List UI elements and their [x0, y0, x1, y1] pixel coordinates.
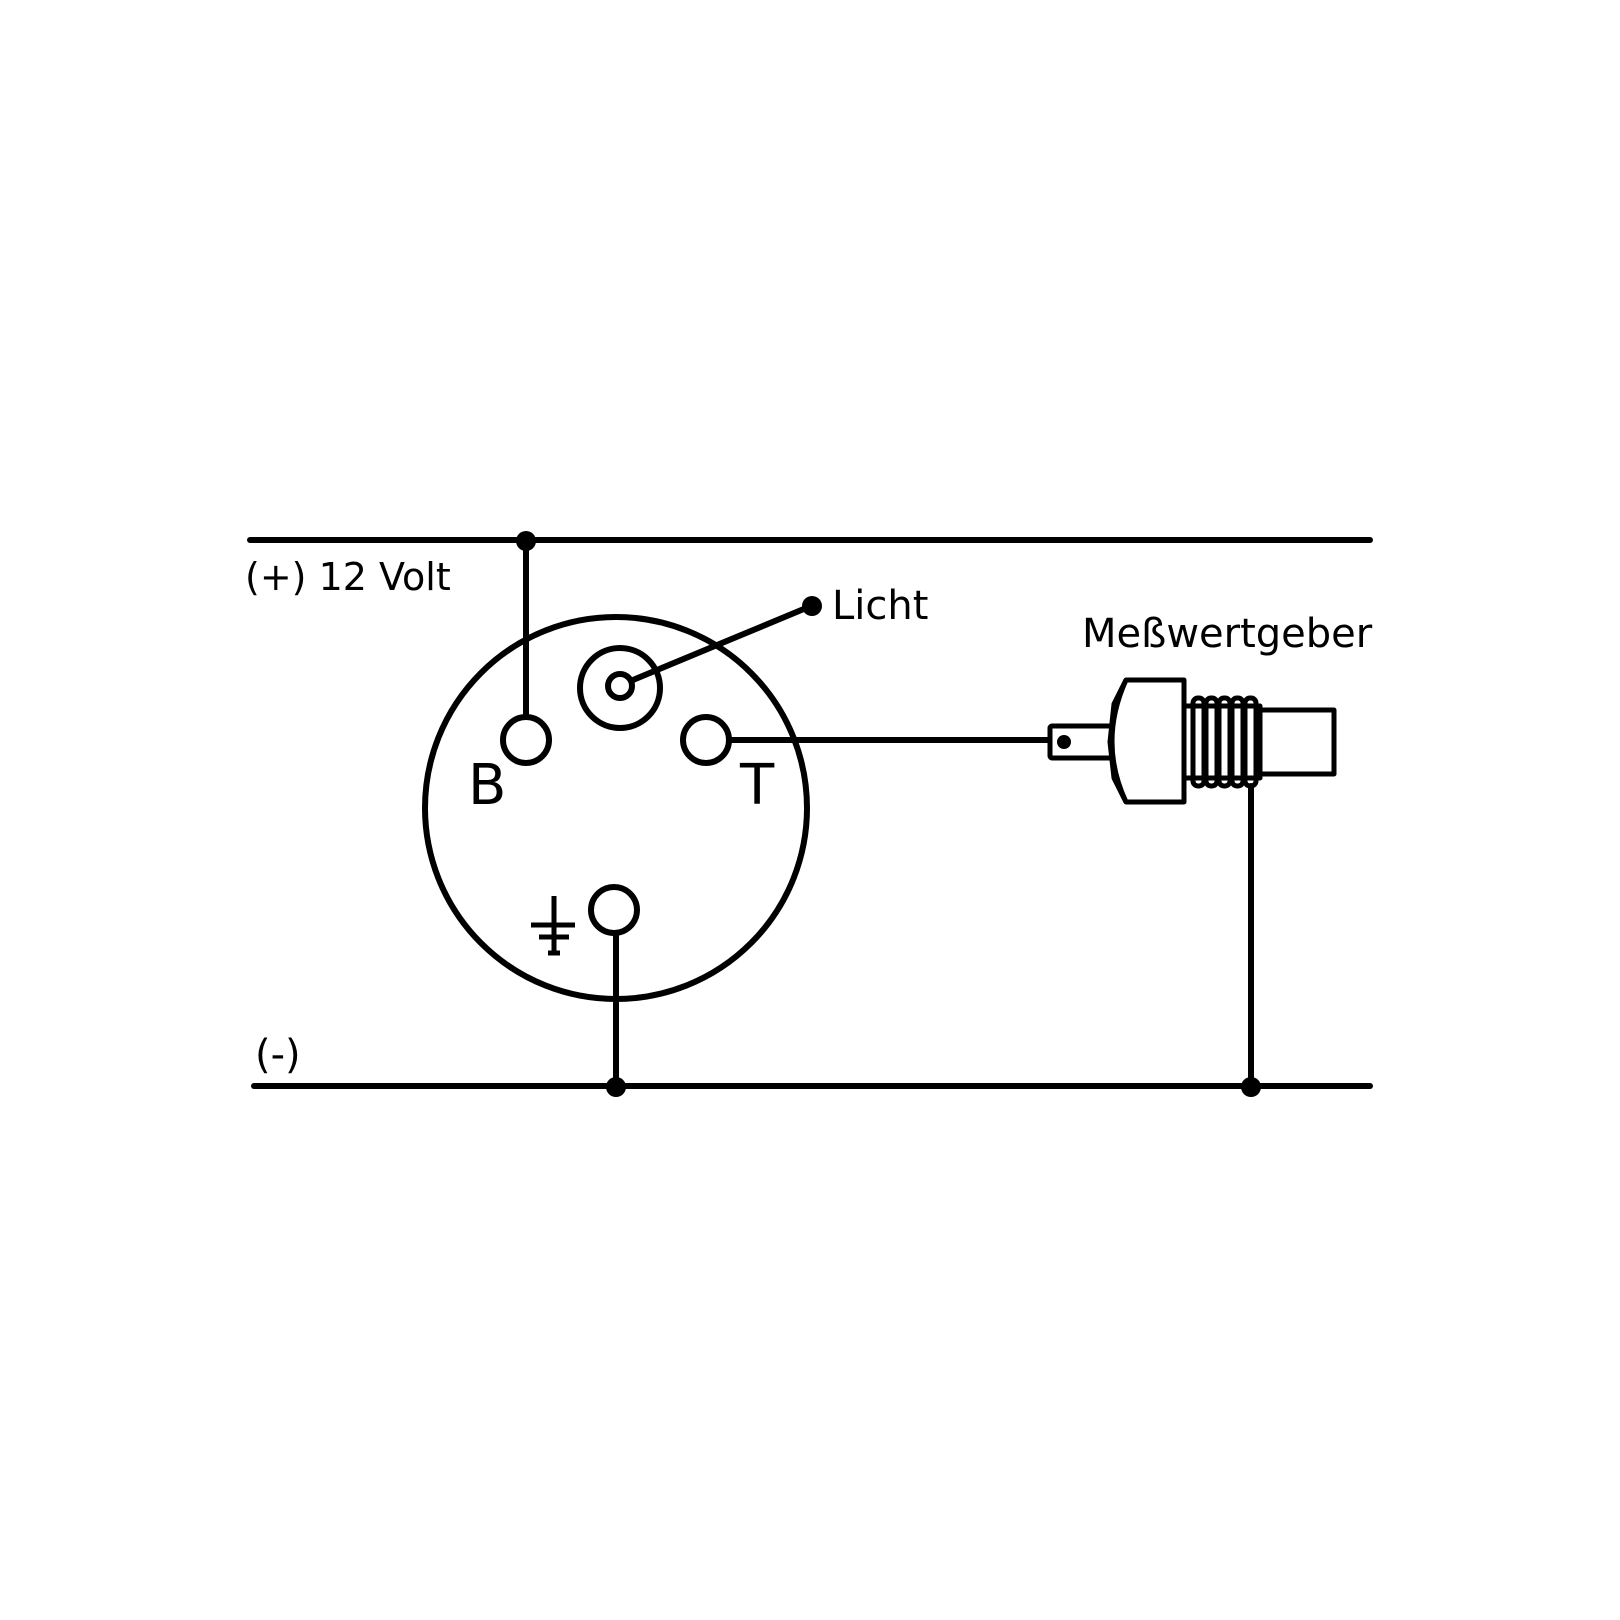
sender-label: Meßwertgeber — [1082, 611, 1373, 657]
negative-rail: (-) — [251, 1032, 1373, 1097]
terminal-b — [500, 714, 552, 766]
terminal-t — [680, 714, 732, 766]
ground-symbol-icon — [531, 896, 575, 956]
sender-spade-hole — [1057, 735, 1071, 749]
light-terminal-inner — [605, 671, 635, 701]
light-wire-end-dot — [802, 596, 822, 616]
terminal-t-label: T — [739, 753, 775, 818]
positive-rail: (+) 12 Volt — [245, 531, 1373, 599]
positive-rail-label: (+) 12 Volt — [245, 555, 451, 599]
negative-rail-label: (-) — [255, 1032, 301, 1078]
gauge: B Licht T — [422, 538, 928, 1090]
sender-thread-ridges — [1190, 695, 1259, 789]
wire-light — [630, 603, 814, 683]
light-label: Licht — [832, 583, 928, 629]
sender-probe-tip — [1257, 707, 1337, 777]
terminal-ground — [588, 884, 640, 936]
sender: Meßwertgeber — [1047, 611, 1373, 1090]
terminal-b-label: B — [468, 753, 506, 818]
